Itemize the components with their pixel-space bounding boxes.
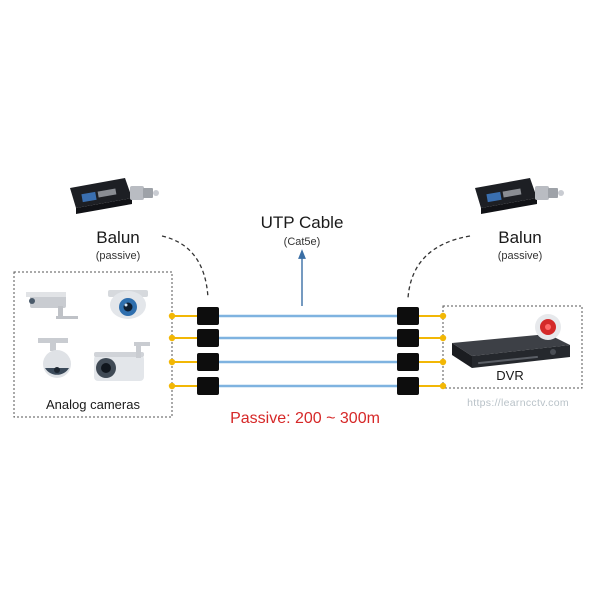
box-camera-icon bbox=[94, 342, 150, 381]
balun-right-label: Balun bbox=[498, 228, 541, 247]
camera-lead-dot-2 bbox=[168, 334, 176, 342]
balun-right-icon bbox=[475, 178, 564, 214]
balun-right-pointer bbox=[407, 235, 471, 299]
cable-title: UTP Cable bbox=[261, 213, 344, 232]
camera-lead-dot-1 bbox=[168, 312, 176, 320]
balun-right-connector-1 bbox=[397, 307, 419, 325]
balun-left-pointer bbox=[161, 235, 209, 299]
cameras-label: Analog cameras bbox=[46, 397, 140, 412]
balun-right-connector-2 bbox=[397, 329, 419, 347]
dvr-box bbox=[442, 305, 583, 389]
camera-lead-dot-4 bbox=[168, 382, 176, 390]
balun-left-connector-1 bbox=[197, 307, 219, 325]
dome-camera-icon bbox=[108, 290, 148, 319]
camera-lead-dot-3 bbox=[168, 358, 176, 366]
dvr-lead-dot-2 bbox=[439, 334, 447, 342]
cameras-box bbox=[13, 271, 173, 418]
balun-left-icon bbox=[70, 178, 159, 214]
balun-right-connector-3 bbox=[397, 353, 419, 371]
balun-right-sublabel: (passive) bbox=[498, 250, 543, 262]
distance-label: Passive: 200 ~ 300m bbox=[230, 410, 380, 427]
cable-sublabel: (Cat5e) bbox=[284, 236, 321, 248]
dvr-lead-dot-1 bbox=[439, 312, 447, 320]
bullet-camera-icon bbox=[26, 292, 78, 319]
balun-left-connector-2 bbox=[197, 329, 219, 347]
balun-left-connector-4 bbox=[197, 377, 219, 395]
dvr-lead-dot-3 bbox=[439, 358, 447, 366]
dvr-icon bbox=[452, 314, 570, 368]
cable-channels bbox=[168, 307, 447, 395]
ptz-camera-icon bbox=[38, 338, 71, 378]
dvr-lead-dot-4 bbox=[439, 382, 447, 390]
balun-left-connector-3 bbox=[197, 353, 219, 371]
watermark-text: https://learncctv.com bbox=[467, 397, 569, 409]
balun-right-connector-4 bbox=[397, 377, 419, 395]
dvr-label: DVR bbox=[496, 368, 523, 383]
balun-left-sublabel: (passive) bbox=[96, 250, 141, 262]
balun-left-label: Balun bbox=[96, 228, 139, 247]
